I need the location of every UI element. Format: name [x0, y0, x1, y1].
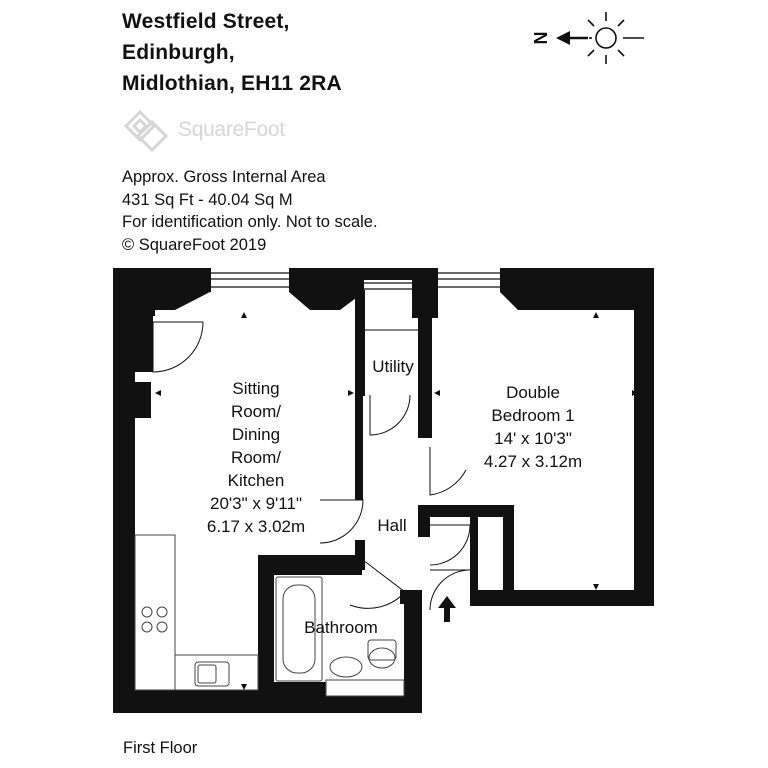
- disclaimer: For identification only. Not to scale.: [122, 213, 378, 231]
- copyright: © SquareFoot 2019: [122, 235, 267, 254]
- sitting-room-dimensions-metric: 6.17 x 3.02m: [207, 517, 305, 536]
- bedroom-line-2: Bedroom 1: [491, 406, 574, 425]
- sitting-room-line-2: Room/: [231, 402, 281, 421]
- area-values: 431 Sq Ft - 40.04 Sq M: [122, 190, 293, 209]
- windows: [211, 272, 500, 290]
- walls: [113, 268, 654, 713]
- door-swings: [152, 321, 471, 611]
- floor-label: First Floor: [123, 739, 198, 757]
- address-line-1: Westfield Street,: [122, 10, 290, 33]
- compass-north-label: N: [531, 32, 551, 45]
- north-arrow-icon: N: [531, 12, 644, 64]
- room-labels: Sitting Room/ Dining Room/ Kitchen 20'3"…: [207, 357, 582, 637]
- address-line-2: Edinburgh,: [122, 41, 235, 64]
- kitchen-fixtures: [134, 534, 259, 691]
- sitting-room-line-1: Sitting: [232, 379, 279, 398]
- entrance-arrow-icon: [438, 596, 456, 622]
- address-line-3: Midlothian, EH11 2RA: [122, 72, 342, 95]
- sitting-room-line-4: Room/: [231, 448, 281, 467]
- area-title: Approx. Gross Internal Area: [122, 168, 326, 186]
- logo-text: SquareFoot: [178, 118, 285, 141]
- squarefoot-logo: SquareFoot: [122, 108, 332, 154]
- squarefoot-logo-icon: [123, 109, 169, 153]
- hall-label: Hall: [377, 516, 406, 535]
- north-compass: N: [526, 8, 648, 68]
- bedroom-dimensions-imperial: 14' x 10'3": [494, 429, 572, 448]
- utility-label: Utility: [372, 357, 414, 376]
- bathroom-fixtures: [275, 576, 405, 697]
- sitting-room-dimensions-imperial: 20'3" x 9'11": [210, 494, 302, 513]
- bathroom-label: Bathroom: [304, 618, 378, 637]
- sitting-room-line-3: Dining: [232, 425, 280, 444]
- sitting-room-line-5: Kitchen: [228, 471, 285, 490]
- property-address: Westfield Street, Edinburgh, Midlothian,…: [122, 6, 342, 99]
- bedroom-line-1: Double: [506, 383, 560, 402]
- dimension-markers: [155, 312, 638, 690]
- area-info: Approx. Gross Internal Area 431 Sq Ft - …: [122, 166, 378, 256]
- bedroom-dimensions-metric: 4.27 x 3.12m: [484, 452, 582, 471]
